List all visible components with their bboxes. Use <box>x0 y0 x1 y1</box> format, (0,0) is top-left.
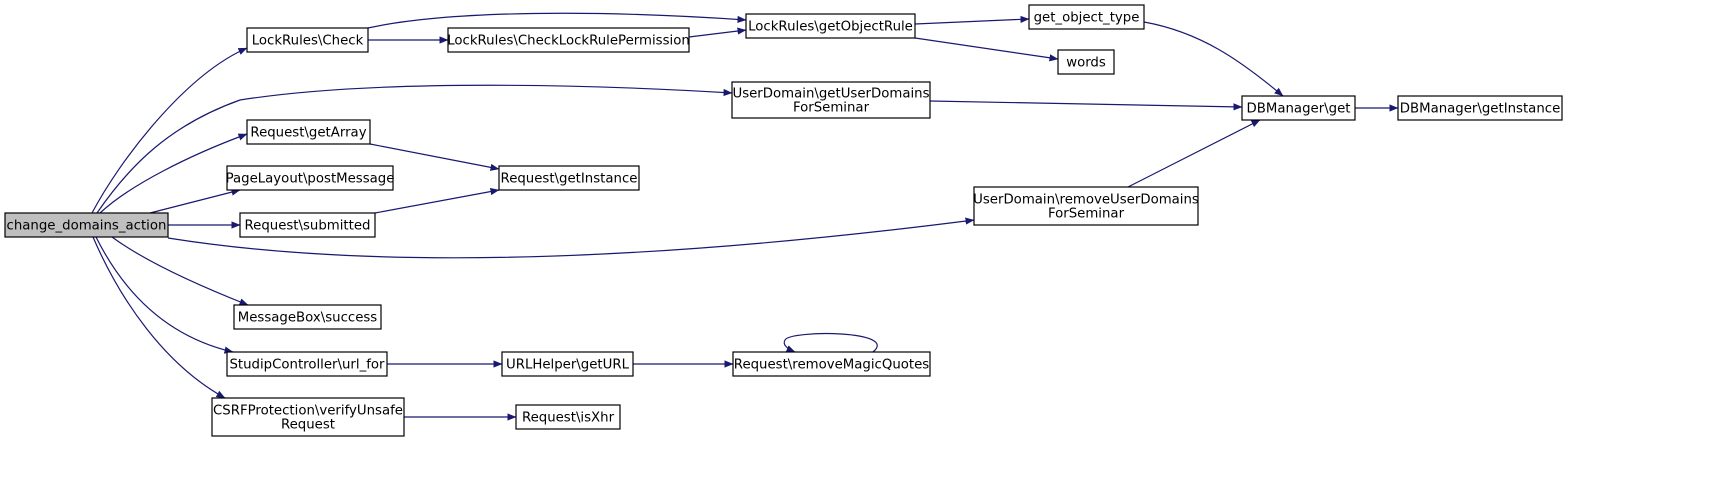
node-label: get_object_type <box>1034 11 1140 26</box>
node-box <box>239 212 376 238</box>
edge-request_getarray-to-request_getinstance <box>369 143 500 171</box>
node-lockrules_check[interactable]: LockRules\Check <box>246 27 369 53</box>
edges <box>91 12 1399 421</box>
node-label: words <box>1066 56 1106 71</box>
node-label: Request\getArray <box>250 126 366 141</box>
node-label: MessageBox\success <box>238 311 378 326</box>
node-box <box>1028 4 1145 30</box>
node-box <box>211 397 405 437</box>
node-label: UserDomain\getUserDomains <box>732 87 929 102</box>
edge-change_domains_action-to-lockrules_check <box>91 47 248 214</box>
node-label: StudipController\url_for <box>229 358 385 373</box>
node-request_submitted[interactable]: Request\submitted <box>239 212 376 238</box>
node-dbmanager_get[interactable]: DBManager\get <box>1241 95 1356 121</box>
node-box <box>246 119 371 145</box>
node-box <box>501 351 634 377</box>
node-words[interactable]: words <box>1057 49 1115 75</box>
edge-change_domains_action-to-csrfprotection_verifyunsaferequest <box>92 236 226 399</box>
edge-change_domains_action-to-request_getarray <box>99 133 248 214</box>
node-messagebox_success[interactable]: MessageBox\success <box>233 304 382 330</box>
edge-request_removemagicquotes-to-request_removemagicquotes <box>783 332 878 353</box>
node-pagelayout_postmessage[interactable]: PageLayout\postMessage <box>226 165 395 191</box>
node-label: ForSeminar <box>793 101 870 116</box>
node-box <box>745 13 916 39</box>
node-label: Request\getInstance <box>501 172 638 187</box>
node-request_isxhr[interactable]: Request\isXhr <box>515 404 621 430</box>
node-label: UserDomain\removeUserDomains <box>973 193 1199 208</box>
edge-change_domains_action-to-studipcontroller_url_for <box>95 236 234 354</box>
node-box <box>233 304 382 330</box>
edge-userdomain_removeuserdomainsforseminar-to-dbmanager_get <box>1127 119 1261 188</box>
node-label: Request\submitted <box>245 219 371 234</box>
edge-change_domains_action-to-pagelayout_postmessage <box>149 188 241 214</box>
node-label: Request\removeMagicQuotes <box>734 358 929 373</box>
node-label: LockRules\getObjectRule <box>748 20 913 35</box>
node-label: Request <box>281 418 335 433</box>
node-request_getarray[interactable]: Request\getArray <box>246 119 371 145</box>
node-box <box>4 212 169 238</box>
node-label: URLHelper\getURL <box>506 358 630 373</box>
node-box <box>973 186 1199 226</box>
edge-request_submitted-to-request_getinstance <box>374 188 500 214</box>
node-request_getinstance[interactable]: Request\getInstance <box>498 165 640 191</box>
node-label: LockRules\CheckLockRulePermission <box>447 34 690 49</box>
node-get_object_type[interactable]: get_object_type <box>1028 4 1145 30</box>
node-urlhelper_geturl[interactable]: URLHelper\getURL <box>501 351 634 377</box>
edge-change_domains_action-to-userdomain_getuserdomainsforseminar <box>96 84 733 214</box>
edge-userdomain_getuserdomainsforseminar-to-dbmanager_get <box>929 100 1243 111</box>
node-label: ForSeminar <box>1048 207 1125 222</box>
node-box <box>226 351 388 377</box>
node-change_domains_action[interactable]: change_domains_action <box>4 212 169 238</box>
node-box <box>226 165 394 191</box>
node-label: DBManager\getInstance <box>1400 102 1561 117</box>
node-lockrules_checklockrulepermission[interactable]: LockRules\CheckLockRulePermission <box>447 27 690 53</box>
node-dbmanager_getinstance[interactable]: DBManager\getInstance <box>1397 95 1563 121</box>
edge-change_domains_action-to-userdomain_removeuserdomainsforseminar <box>167 217 975 259</box>
edge-lockrules_checklockrulepermission-to-lockrules_getobjectrule <box>688 27 747 38</box>
node-lockrules_getobjectrule[interactable]: LockRules\getObjectRule <box>745 13 916 39</box>
node-box <box>1397 95 1563 121</box>
edge-change_domains_action-to-messagebox_success <box>111 236 249 306</box>
node-box <box>1057 49 1115 75</box>
node-label: PageLayout\postMessage <box>226 172 395 187</box>
node-label: change_domains_action <box>7 219 167 234</box>
node-studipcontroller_url_for[interactable]: StudipController\url_for <box>226 351 388 377</box>
node-box <box>731 81 931 119</box>
node-label: Request\isXhr <box>522 411 615 426</box>
edge-lockrules_getobjectrule-to-words <box>914 37 1059 62</box>
node-box <box>246 27 369 53</box>
node-label: CSRFProtection\verifyUnsafe <box>213 404 403 419</box>
edge-get_object_type-to-dbmanager_get <box>1143 21 1284 97</box>
node-box <box>1241 95 1356 121</box>
node-box <box>498 165 640 191</box>
edge-lockrules_getobjectrule-to-get_object_type <box>914 15 1030 25</box>
node-request_removemagicquotes[interactable]: Request\removeMagicQuotes <box>732 351 931 377</box>
node-box <box>732 351 931 377</box>
node-box <box>447 27 690 53</box>
node-label: DBManager\get <box>1247 102 1351 117</box>
node-label: LockRules\Check <box>252 34 364 49</box>
node-box <box>515 404 621 430</box>
edge-lockrules_check-to-lockrules_getobjectrule <box>367 12 747 29</box>
